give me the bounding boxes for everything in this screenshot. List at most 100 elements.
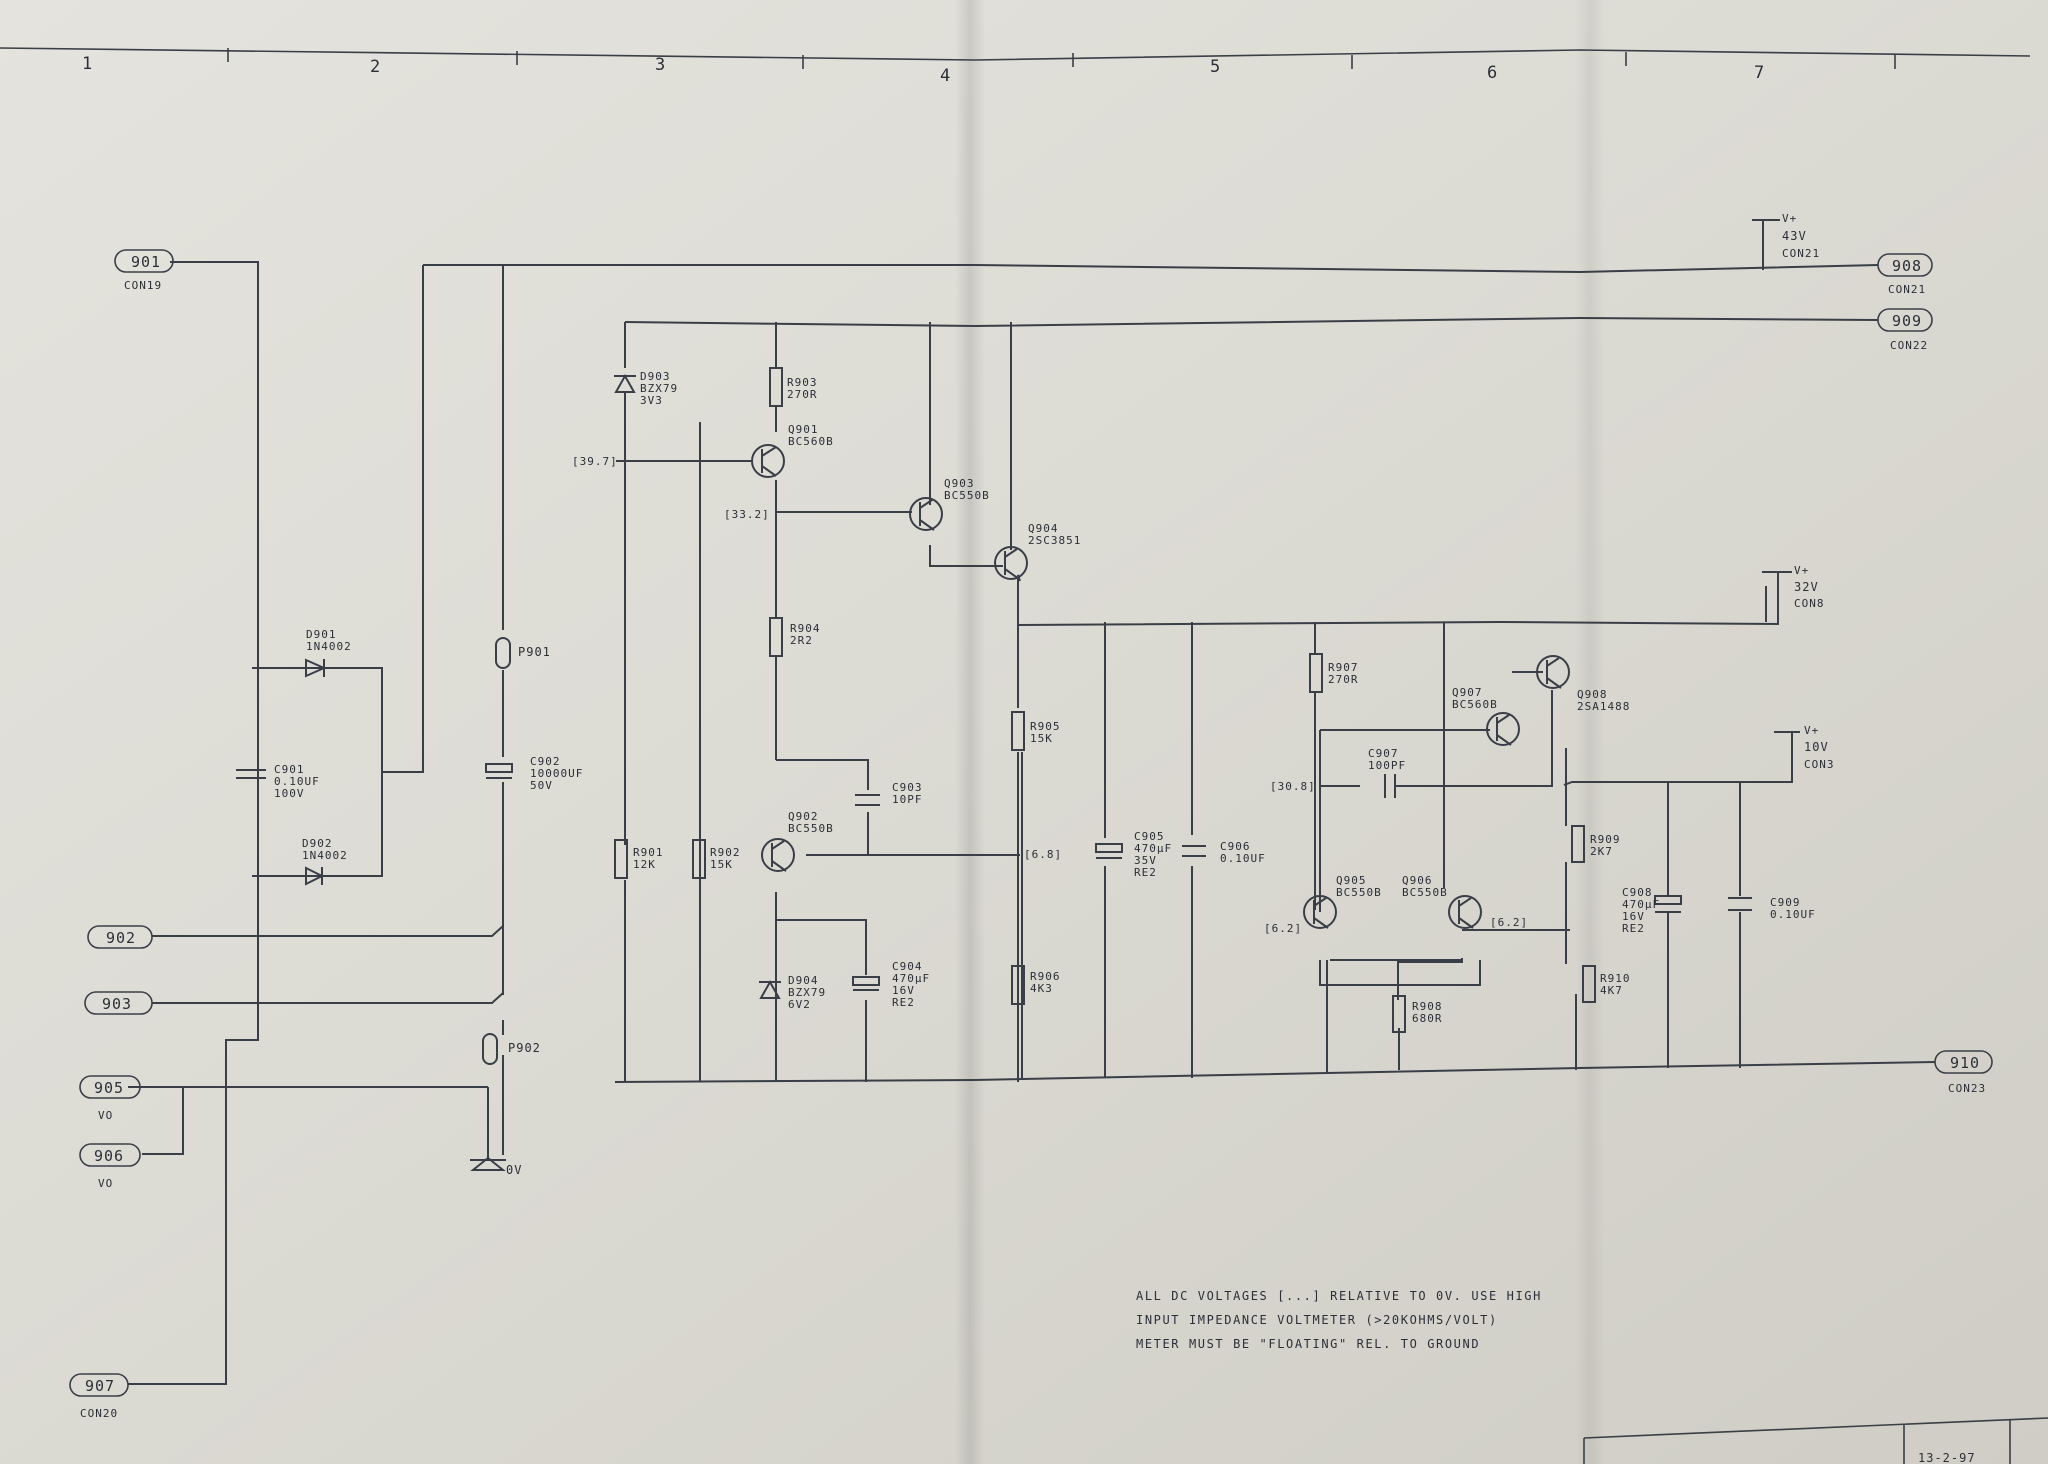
zener-d904: D904 BZX79 6V2 — [759, 974, 826, 1011]
svg-text:BC560B: BC560B — [788, 435, 834, 448]
resistor-r904: R904 2R2 — [769, 617, 821, 657]
svg-text:R907: R907 — [1328, 661, 1359, 674]
capacitor-c902: C902 10000UF 50V — [485, 755, 583, 792]
svg-text:P902: P902 — [508, 1041, 541, 1055]
svg-text:906: 906 — [94, 1147, 124, 1165]
svg-text:909: 909 — [1892, 312, 1922, 330]
svg-text:VO: VO — [98, 1109, 113, 1122]
svg-text:35V: 35V — [1134, 854, 1157, 867]
svg-text:Q908: Q908 — [1577, 688, 1608, 701]
connector-905: 905 VO — [79, 1075, 141, 1122]
svg-text:R910: R910 — [1600, 972, 1631, 985]
svg-text:4K7: 4K7 — [1600, 984, 1623, 997]
resistor-r910: R910 4K7 — [1582, 965, 1631, 1003]
svg-text:4K3: 4K3 — [1030, 982, 1053, 995]
svg-text:CON23: CON23 — [1948, 1082, 1986, 1095]
svg-text:100V: 100V — [274, 787, 305, 800]
svg-text:C905: C905 — [1134, 830, 1165, 843]
svg-text:VO: VO — [98, 1177, 113, 1190]
svg-text:15K: 15K — [710, 858, 733, 871]
diode-d901: D901 1N4002 — [305, 628, 352, 678]
resistor-r901: R901 12K — [614, 839, 663, 879]
svg-text:D901: D901 — [306, 628, 337, 641]
svg-text:D904: D904 — [788, 974, 819, 987]
connector-903: 903 — [84, 991, 153, 1015]
column-label: 7 — [1754, 63, 1764, 83]
title-block: 13-2-97 — [1583, 1417, 2048, 1464]
svg-text:270R: 270R — [1328, 673, 1359, 686]
svg-text:R903: R903 — [787, 376, 818, 389]
connector-902: 902 — [87, 925, 153, 949]
capacitor-c905: C905 470µF 35V RE2 — [1095, 830, 1171, 879]
svg-text:Q907: Q907 — [1452, 686, 1483, 699]
svg-text:CON8: CON8 — [1794, 597, 1825, 610]
transistor-q906: Q906 BC550B — [1402, 874, 1482, 929]
capacitor-c904: C904 470µF 16V RE2 — [852, 960, 930, 1009]
ground-symbol: 0V — [470, 1156, 521, 1177]
svg-text:2K7: 2K7 — [1590, 845, 1613, 858]
svg-text:0.10UF: 0.10UF — [1220, 852, 1266, 865]
svg-text:BZX79: BZX79 — [788, 986, 826, 999]
svg-text:C901: C901 — [274, 763, 305, 776]
measurement-notes: ALL DC VOLTAGES [...] RELATIVE TO 0V. US… — [1136, 1289, 1540, 1351]
svg-text:Q901: Q901 — [788, 423, 819, 436]
diode-d902: D902 1N4002 — [302, 837, 348, 886]
wiring — [128, 261, 1936, 1385]
resistor-r906: R906 4K3 — [1011, 965, 1060, 1005]
transistor-q907: Q907 BC560B — [1452, 686, 1520, 746]
capacitor-c901: C901 0.10UF 100V — [236, 763, 320, 800]
column-label: 6 — [1487, 63, 1497, 83]
connector-908: 908 CON21 — [1877, 253, 1933, 296]
supply-10v: V+ 10V CON3 — [1774, 724, 1834, 782]
svg-text:907: 907 — [85, 1377, 115, 1395]
svg-text:1N4002: 1N4002 — [302, 849, 348, 862]
transistor-q905: Q905 BC550B — [1303, 874, 1382, 929]
svg-text:BC550B: BC550B — [944, 489, 990, 502]
column-label: 4 — [940, 66, 950, 86]
svg-text:470µF: 470µF — [892, 972, 930, 985]
svg-text:10V: 10V — [1804, 740, 1829, 754]
svg-text:100PF: 100PF — [1368, 759, 1406, 772]
svg-text:32V: 32V — [1794, 580, 1819, 594]
svg-text:16V: 16V — [1622, 910, 1645, 923]
svg-text:R905: R905 — [1030, 720, 1061, 733]
svg-text:13-2-97: 13-2-97 — [1918, 1451, 1976, 1464]
fuse-p902: P902 — [482, 1033, 541, 1065]
svg-text:C902: C902 — [530, 755, 561, 768]
resistor-r903: R903 270R — [769, 367, 818, 407]
svg-text:0.10UF: 0.10UF — [274, 775, 320, 788]
fuse-p901: P901 — [495, 637, 551, 669]
column-label: 2 — [370, 57, 380, 77]
svg-text:15K: 15K — [1030, 732, 1053, 745]
svg-text:10PF: 10PF — [892, 793, 923, 806]
supply-43v: V+ 43V CON21 — [1752, 212, 1819, 270]
svg-text:R904: R904 — [790, 622, 821, 635]
svg-text:BC550B: BC550B — [1336, 886, 1382, 899]
svg-text:Q905: Q905 — [1336, 874, 1367, 887]
svg-text:D902: D902 — [302, 837, 333, 850]
svg-text:2SA1488: 2SA1488 — [1577, 700, 1630, 713]
svg-text:0.10UF: 0.10UF — [1770, 908, 1816, 921]
svg-text:BC550B: BC550B — [788, 822, 834, 835]
svg-text:V+: V+ — [1804, 724, 1819, 737]
svg-text:43V: 43V — [1782, 229, 1807, 243]
svg-text:R909: R909 — [1590, 833, 1621, 846]
voltage-label: [6.2] — [1490, 916, 1528, 929]
connector-907: 907 CON20 — [69, 1373, 129, 1420]
svg-text:10000UF: 10000UF — [530, 767, 583, 780]
svg-text:R908: R908 — [1412, 1000, 1443, 1013]
connector-910: 910 CON23 — [1934, 1050, 1993, 1095]
svg-text:C909: C909 — [1770, 896, 1801, 909]
svg-text:Q902: Q902 — [788, 810, 819, 823]
connector-901: 901 CON19 — [114, 249, 174, 292]
voltage-label: [6.8] — [1024, 848, 1062, 861]
svg-text:1N4002: 1N4002 — [306, 640, 352, 653]
voltage-label: [30.8] — [1270, 780, 1316, 793]
svg-text:C906: C906 — [1220, 840, 1251, 853]
svg-text:3V3: 3V3 — [640, 394, 663, 407]
voltage-label: [6.2] — [1264, 922, 1302, 935]
svg-text:P901: P901 — [518, 645, 551, 659]
svg-text:680R: 680R — [1412, 1012, 1443, 1025]
svg-text:C903: C903 — [892, 781, 923, 794]
svg-text:2R2: 2R2 — [790, 634, 813, 647]
